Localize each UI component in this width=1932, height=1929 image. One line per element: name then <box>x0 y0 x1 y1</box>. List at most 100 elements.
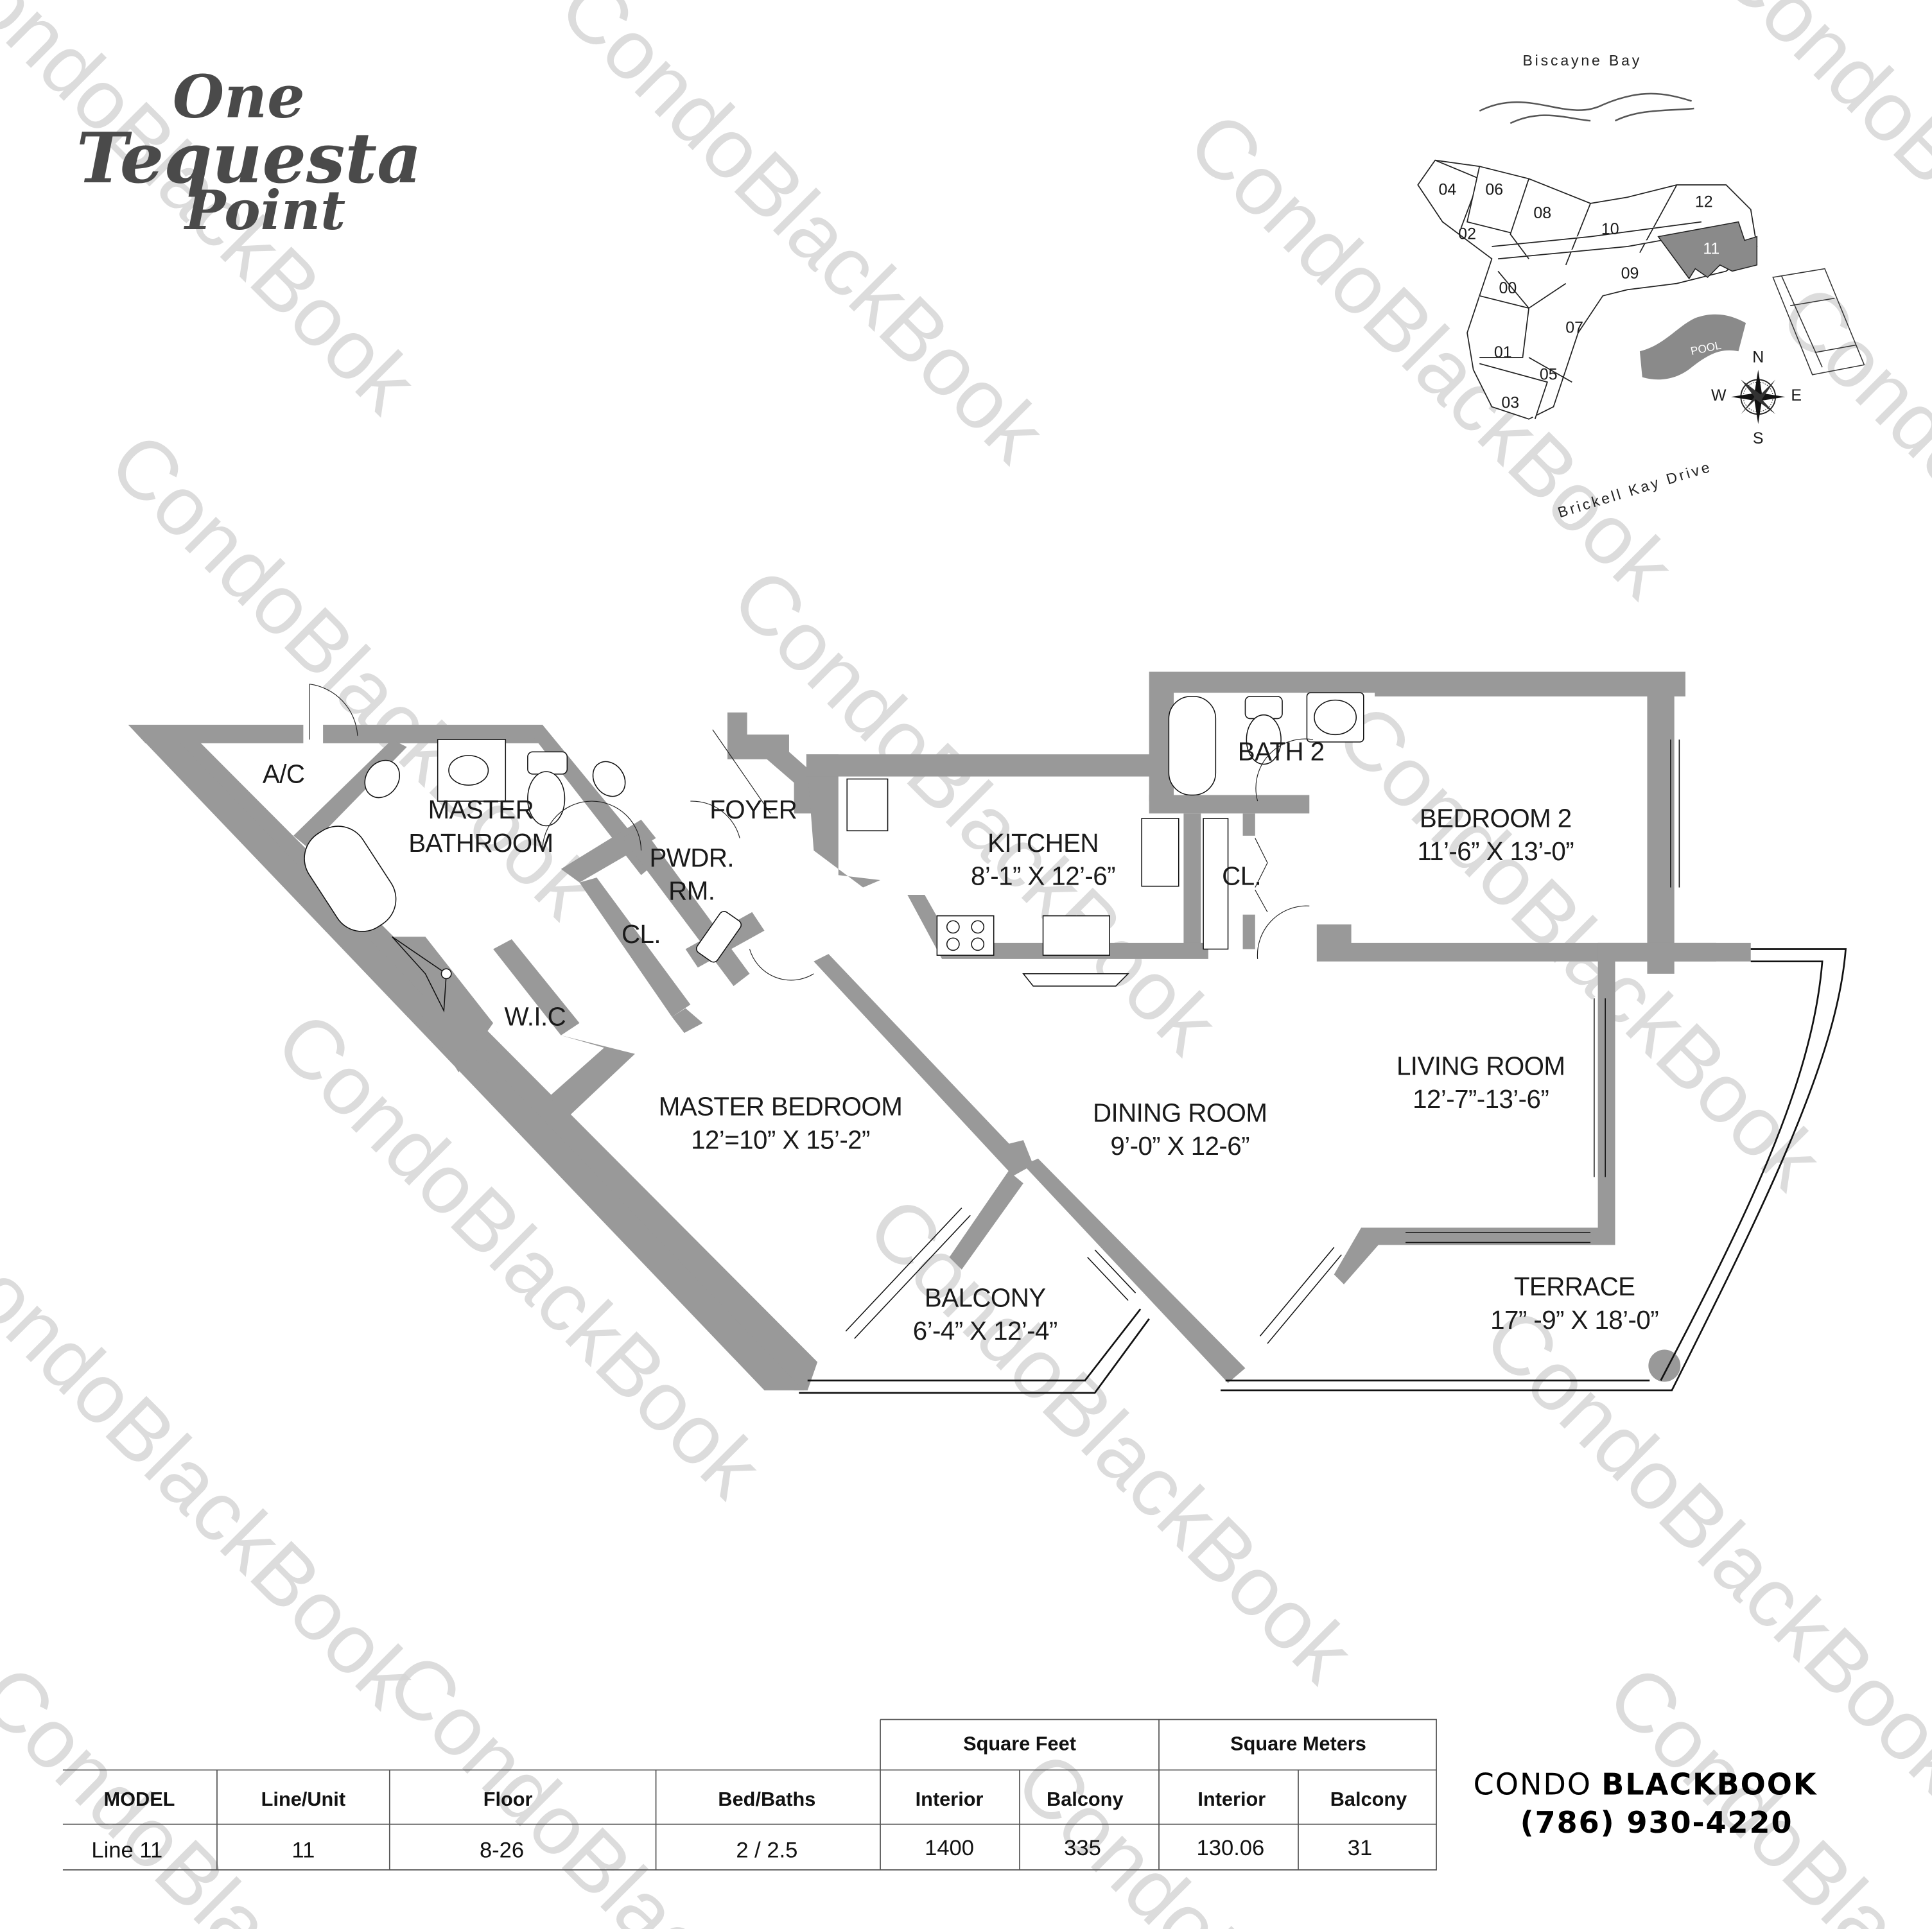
room-ac-label: A/C <box>263 759 304 788</box>
table-group-header-sqft: Square Feet <box>963 1733 1076 1755</box>
table-cell-floor: 8-26 <box>480 1838 524 1863</box>
unit-label: 12 <box>1695 193 1713 211</box>
water-waves-icon <box>1479 92 1694 125</box>
room-foyer-label: FOYER <box>709 795 797 824</box>
door-master-bath[interactable] <box>542 800 642 851</box>
table-cell-bed-baths: 2 / 2.5 <box>736 1838 797 1863</box>
unit-label: 04 <box>1438 180 1456 198</box>
brand-name-part1: CONDO <box>1474 1767 1592 1802</box>
dishwasher-icon <box>1141 818 1179 887</box>
room-bedroom2-label: BEDROOM 2 <box>1420 803 1572 833</box>
compass-rose-icon: N S E W <box>1711 349 1802 448</box>
unit-label-highlighted: 11 <box>1703 240 1719 258</box>
room-wic-label: W.I.C <box>505 1002 566 1032</box>
room-master-bath-label-2: BATHROOM <box>408 828 553 858</box>
door-bath2[interactable] <box>1255 738 1314 802</box>
room-bedroom2-dims: 11’-6” X 13’-0” <box>1417 836 1574 866</box>
door-bedroom2[interactable] <box>1257 905 1310 959</box>
toilet-bowl-icon <box>527 771 566 827</box>
unit-label: 08 <box>1533 204 1551 222</box>
bathtub-icon <box>304 826 397 932</box>
logo-line-tequesta: Tequesta <box>76 118 422 199</box>
sink-basin <box>1314 699 1357 736</box>
bathtub-icon <box>1168 696 1217 796</box>
brand-name-part2: BLACKBOOK <box>1601 1767 1817 1802</box>
building-logo: One Tequesta Point <box>76 61 422 242</box>
compass-w: W <box>1711 386 1727 404</box>
door-bed2-closet[interactable] <box>1255 838 1268 913</box>
table-cell-sqft-balcony: 335 <box>1064 1836 1101 1860</box>
kitchen-sink-icon <box>1042 915 1110 956</box>
table-header-model: MODEL <box>104 1788 175 1810</box>
balcony-railing <box>799 1308 1150 1394</box>
table-header-sqm-balcony: Balcony <box>1330 1788 1407 1810</box>
sink-icon <box>364 759 401 799</box>
terrace-column <box>1648 1349 1681 1382</box>
logo-line-point: Point <box>184 178 345 242</box>
table-group-header-sqm: Square Meters <box>1230 1733 1366 1755</box>
room-dining-dims: 9’-0” X 12-6” <box>1110 1131 1249 1161</box>
unit-label: 07 <box>1565 318 1583 336</box>
room-kitchen-label: KITCHEN <box>988 828 1099 858</box>
closet-shelf <box>1203 818 1229 950</box>
room-master-bedroom-label: MASTER BEDROOM <box>659 1092 902 1121</box>
sink-basin <box>448 755 489 786</box>
unit-label: 02 <box>1458 225 1476 243</box>
shower-drain-icon <box>440 968 452 980</box>
watermark: CondoBlackBook <box>998 1734 1520 1929</box>
pool-shape <box>1639 314 1746 380</box>
unit-label: 00 <box>1499 279 1517 297</box>
room-balcony-label: BALCONY <box>925 1283 1046 1312</box>
table-cell-sqm-balcony: 31 <box>1348 1836 1372 1860</box>
table-header-sqft-interior: Interior <box>916 1788 984 1810</box>
room-balcony-dims: 6’-4” X 12’-4” <box>913 1316 1057 1345</box>
room-master-bedroom-dims: 12’=10” X 15’-2” <box>691 1125 870 1155</box>
door-swings <box>309 684 1314 981</box>
fixtures <box>304 692 1364 1013</box>
door-master-bedroom[interactable] <box>749 949 814 981</box>
watermark: CondoBlackBook <box>0 1204 435 1725</box>
fridge-icon <box>846 778 889 831</box>
building-footprint <box>1417 159 1758 420</box>
tennis-court <box>1772 268 1865 376</box>
door-ac[interactable] <box>309 684 358 740</box>
unit-label: 03 <box>1501 394 1519 412</box>
terrace-railing <box>1221 948 1847 1392</box>
unit-label: 06 <box>1485 180 1503 198</box>
room-bath2-label: BATH 2 <box>1238 737 1325 766</box>
brand-phone[interactable]: (786) 930-4220 <box>1520 1805 1793 1840</box>
compass-n: N <box>1752 349 1764 367</box>
compass-s: S <box>1753 429 1764 447</box>
biscayne-bay-label: Biscayne Bay <box>1522 52 1642 69</box>
door-entry[interactable] <box>712 729 771 814</box>
watermark: CondoBlackBook <box>369 1635 891 1929</box>
unit-label: 01 <box>1494 343 1512 361</box>
room-bed2-closet-label: CL. <box>1222 861 1261 891</box>
unit-label: 09 <box>1621 264 1639 282</box>
sink-icon <box>592 761 626 797</box>
table-header-sqm-interior: Interior <box>1197 1788 1266 1810</box>
room-closet-label: CL. <box>622 919 661 949</box>
room-living-label: LIVING ROOM <box>1397 1051 1565 1080</box>
compass-e: E <box>1791 386 1802 404</box>
door-powder[interactable] <box>690 800 740 838</box>
room-terrace-label: TERRACE <box>1514 1272 1635 1301</box>
site-map: Biscayne Bay 04 06 08 10 12 <box>1417 52 1865 521</box>
toilet-bowl-icon <box>1246 714 1282 765</box>
room-living-dims: 12’-7”-13’-6” <box>1413 1084 1549 1114</box>
room-powder-label-1: PWDR. <box>650 843 734 872</box>
unit-label: 05 <box>1540 365 1558 383</box>
toilet-tank-icon <box>527 751 568 775</box>
room-terrace-dims: 17” -9” X 18’-0” <box>1490 1305 1658 1335</box>
room-master-bath-label-1: MASTER <box>428 795 534 824</box>
table-header-sqft-balcony: Balcony <box>1047 1788 1124 1810</box>
brand-name: CONDO BLACKBOOK <box>1474 1767 1818 1802</box>
table-cell-model: Line 11 <box>91 1838 162 1863</box>
table-header-bed-baths: Bed/Baths <box>718 1788 815 1810</box>
room-dining-label: DINING ROOM <box>1093 1098 1267 1127</box>
table-header-floor: Floor <box>483 1788 533 1810</box>
unit-labels: 04 06 08 10 12 02 11 00 09 07 01 05 03 <box>1438 180 1719 411</box>
table-cell-line-unit: 11 <box>292 1838 315 1863</box>
toilet-icon <box>695 911 742 963</box>
